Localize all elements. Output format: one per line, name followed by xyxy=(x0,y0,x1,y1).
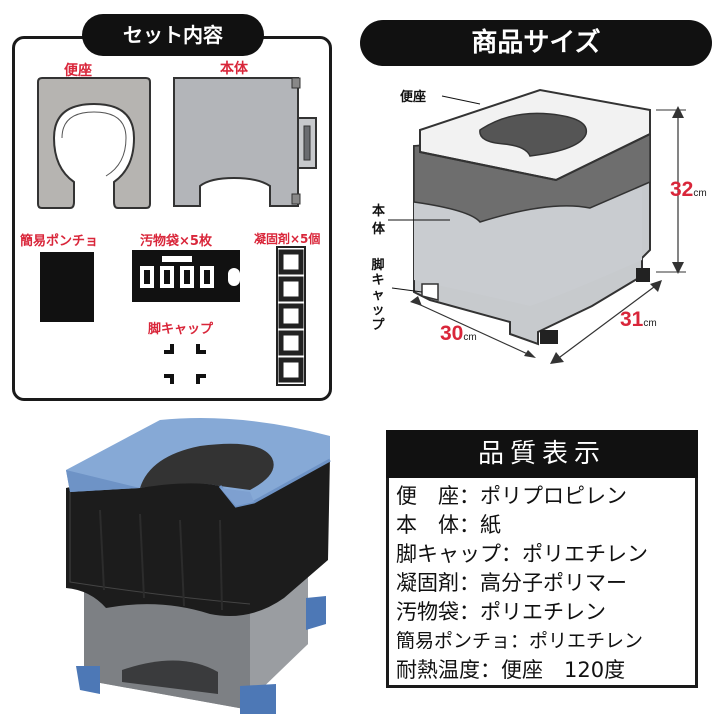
quality-sep: ： xyxy=(510,630,530,652)
quality-sep: ： xyxy=(459,483,480,508)
quality-label: 便 座 xyxy=(396,483,459,508)
leg-cap-image xyxy=(164,344,206,384)
leg-cap-char: ャ xyxy=(371,288,385,303)
quality-row-body: 本 体：紙 xyxy=(396,509,692,538)
quality-label: 耐熱温度 xyxy=(396,657,480,682)
quality-value: ポリプロピレン xyxy=(480,483,627,508)
leg-cap-char: プ xyxy=(371,318,385,333)
size-label-seat: 便座 xyxy=(400,90,427,105)
quality-label: 本 体 xyxy=(396,512,459,537)
quality-value: ポリエチレン xyxy=(522,541,648,566)
depth-dimension: 31cm xyxy=(620,308,657,332)
leg-cap-char: 脚 xyxy=(371,258,385,273)
body-part-label: 本体 xyxy=(220,61,248,77)
quality-sep: ： xyxy=(480,657,501,682)
quality-sep: ： xyxy=(459,512,480,537)
quality-value: 高分子ポリマー xyxy=(480,570,627,595)
width-dimension: 30cm xyxy=(440,322,477,346)
set-contents-title: セット内容 xyxy=(82,14,264,56)
coagulant-image xyxy=(276,246,306,386)
product-size-title: 商品サイズ xyxy=(360,20,712,66)
quality-value: 便座 120度 xyxy=(501,657,626,682)
seat-part-image xyxy=(37,77,151,209)
product-photo xyxy=(66,418,331,714)
depth-unit: cm xyxy=(643,318,657,329)
coagulant-label: 凝固剤×5個 xyxy=(254,232,321,246)
seat-part-label: 便座 xyxy=(64,63,92,79)
height-value: 32 xyxy=(670,178,694,201)
quality-table: 便 座：ポリプロピレン 本 体：紙 脚キャップ：ポリエチレン 凝固剤：高分子ポリ… xyxy=(396,480,692,683)
quality-value: ポリエチレン xyxy=(480,599,606,624)
product-size-diagram xyxy=(388,88,686,364)
quality-row-leg-cap: 脚キャップ：ポリエチレン xyxy=(396,538,692,567)
quality-value: ポリエチレン xyxy=(529,630,644,652)
quality-title-bar xyxy=(386,430,698,478)
height-unit: cm xyxy=(693,188,707,199)
depth-value: 31 xyxy=(620,308,644,331)
waste-bag-image xyxy=(132,250,240,302)
waste-bag-label: 汚物袋×5枚 xyxy=(140,234,212,249)
size-label-leg-cap: 脚 キ ャ ッ プ xyxy=(368,258,388,333)
height-dimension: 32cm xyxy=(670,178,707,202)
quality-label: 簡易ポンチョ xyxy=(396,630,511,652)
body-part-image xyxy=(173,77,317,207)
quality-row-coagulant: 凝固剤：高分子ポリマー xyxy=(396,567,692,596)
size-label-body-1: 本 xyxy=(372,204,386,219)
quality-row-waste-bag: 汚物袋：ポリエチレン xyxy=(396,596,692,625)
quality-row-heat-resistance: 耐熱温度：便座 120度 xyxy=(396,654,692,683)
quality-row-seat: 便 座：ポリプロピレン xyxy=(396,480,692,509)
poncho-image xyxy=(40,252,94,322)
quality-label: 脚キャップ xyxy=(396,541,501,566)
poncho-label: 簡易ポンチョ xyxy=(20,234,99,249)
leg-cap-char: キ xyxy=(371,273,385,288)
quality-value: 紙 xyxy=(480,512,501,537)
quality-sep: ： xyxy=(459,570,480,595)
width-unit: cm xyxy=(463,332,477,343)
quality-row-poncho: 簡易ポンチョ：ポリエチレン xyxy=(396,625,692,654)
quality-title: 品質表示 xyxy=(477,439,606,469)
quality-label: 凝固剤 xyxy=(396,570,459,595)
size-label-body-2: 体 xyxy=(372,222,386,237)
leg-cap-char: ッ xyxy=(371,303,385,318)
quality-sep: ： xyxy=(501,541,522,566)
quality-label: 汚物袋 xyxy=(396,599,459,624)
leg-cap-label: 脚キャップ xyxy=(148,322,214,337)
width-value: 30 xyxy=(440,322,464,345)
quality-sep: ： xyxy=(459,599,480,624)
